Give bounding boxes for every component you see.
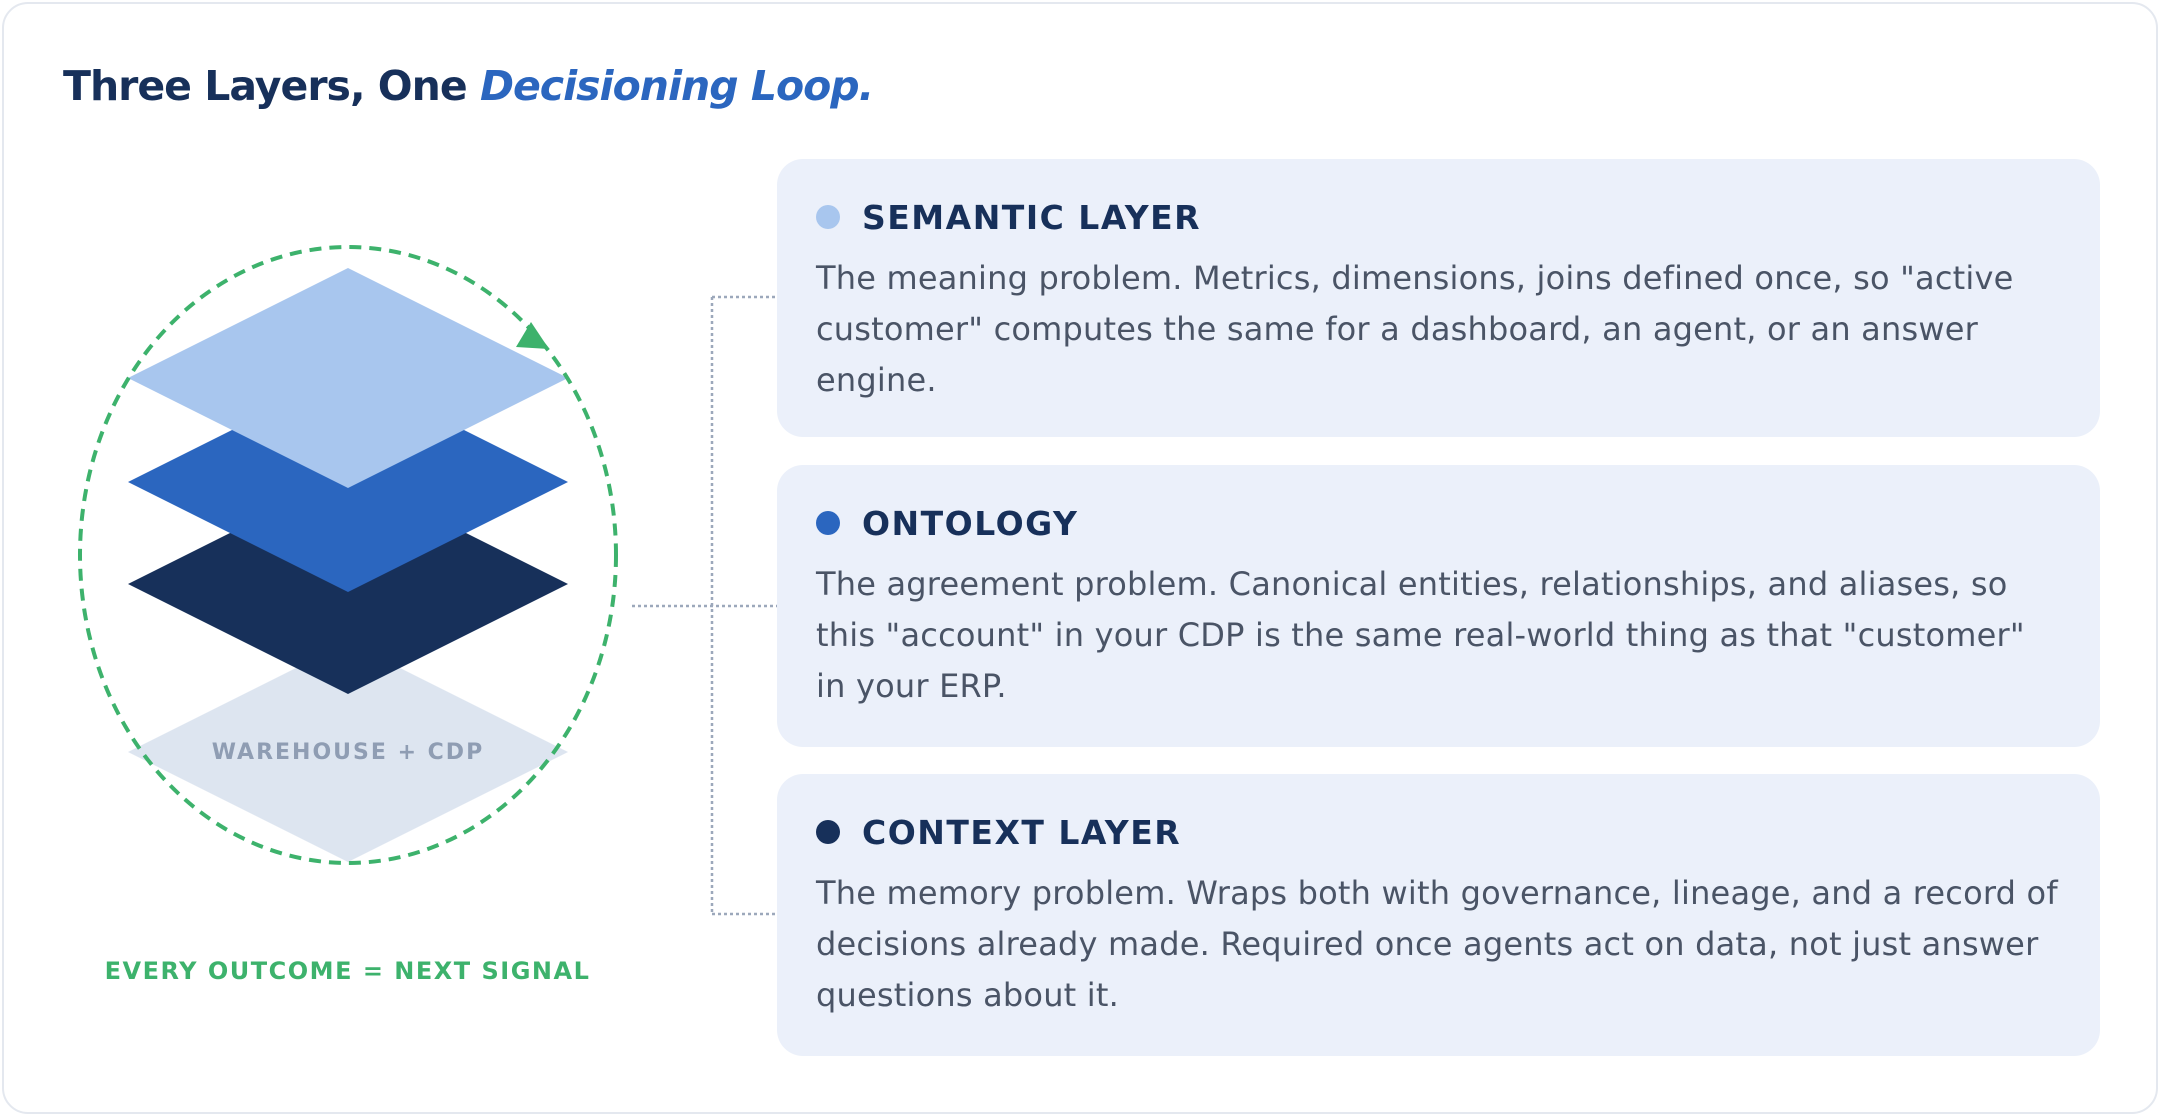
card-ontology: ONTOLOGY The agreement problem. Canonica… <box>777 465 2100 747</box>
page-title: Three Layers, One Decisioning Loop. <box>63 62 874 110</box>
warehouse-cdp-label: WAREHOUSE + CDP <box>212 740 484 765</box>
card-semantic-layer: SEMANTIC LAYER The meaning problem. Metr… <box>777 159 2100 437</box>
context-dot-icon <box>816 820 840 844</box>
card-context-layer: CONTEXT LAYER The memory problem. Wraps … <box>777 774 2100 1056</box>
card-header: ONTOLOGY <box>816 501 2062 545</box>
card-description: The memory problem. Wraps both with gove… <box>816 874 2058 1014</box>
loop-caption: EVERY OUTCOME = NEXT SIGNAL <box>104 957 591 985</box>
connector-lines <box>632 295 777 916</box>
title-accent: Decisioning Loop. <box>479 62 874 110</box>
card-title: SEMANTIC LAYER <box>862 197 1202 237</box>
ontology-dot-icon <box>816 511 840 535</box>
semantic-layer-shape <box>128 268 568 488</box>
warehouse-cdp-layer <box>128 642 568 862</box>
semantic-dot-icon <box>816 205 840 229</box>
decisioning-loop-ring <box>78 245 618 865</box>
card-title: CONTEXT LAYER <box>862 812 1182 852</box>
loop-arrow-icon <box>516 322 549 349</box>
card-description: The agreement problem. Canonical entitie… <box>816 565 2025 705</box>
card-title: ONTOLOGY <box>862 503 1079 543</box>
title-prefix: Three Layers, One <box>63 62 480 110</box>
card-header: CONTEXT LAYER <box>816 810 2062 854</box>
card-header: SEMANTIC LAYER <box>816 195 2062 239</box>
card-description: The meaning problem. Metrics, dimensions… <box>816 259 2014 399</box>
